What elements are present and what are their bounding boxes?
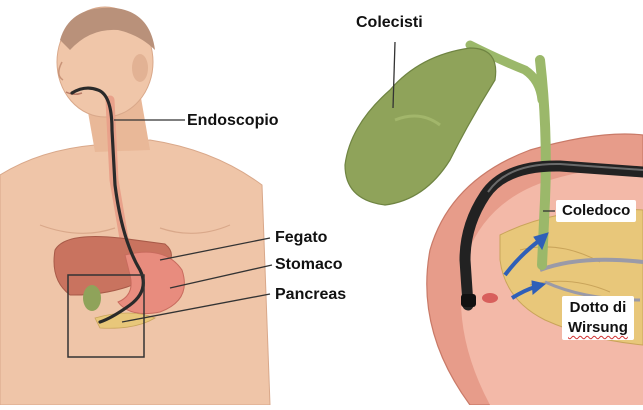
label-dotto-line1: Dotto di [568,298,628,318]
label-stomaco: Stomaco [275,256,343,274]
human-figure [0,7,270,405]
label-fegato: Fegato [275,229,327,247]
label-pancreas: Pancreas [275,286,346,304]
label-coledoco: Coledoco [556,200,636,222]
label-dotto-line2: Wirsung [568,318,628,338]
zoom-detail [345,45,643,405]
label-colecisti: Colecisti [356,14,423,32]
label-dotto-di-wirsung: Dotto di Wirsung [562,296,634,340]
label-endoscopio: Endoscopio [187,112,279,130]
label-coledoco-text: Coledoco [562,202,630,219]
